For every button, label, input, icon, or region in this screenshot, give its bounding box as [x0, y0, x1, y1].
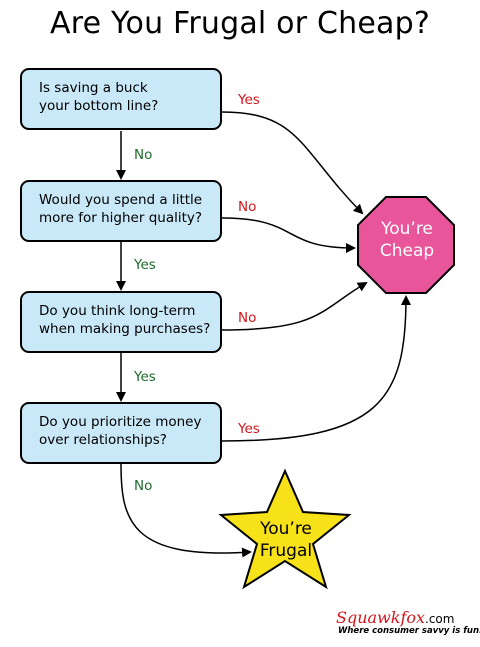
question-3-line-2: when making purchases?	[39, 321, 211, 337]
edge-label-q1-yes: Yes	[238, 92, 260, 108]
question-2-line-1: Would you spend a little	[39, 192, 203, 208]
brand-logo: Squawkfox.com	[336, 608, 454, 627]
arrow-q4-to-cheap	[221, 295, 411, 442]
brand-domain: .com	[425, 612, 455, 626]
question-2-line-2: more for higher quality?	[39, 210, 203, 226]
question-box-4: Do you prioritize money over relationshi…	[20, 402, 222, 464]
edge-label-q2-yes: Yes	[134, 257, 156, 273]
question-box-1: Is saving a buck your bottom line?	[20, 68, 222, 130]
question-box-3: Do you think long-term when making purch…	[20, 291, 222, 353]
edge-label-q3-yes: Yes	[134, 369, 156, 385]
brand-tagline: Where consumer savvy is fun.	[338, 626, 480, 636]
arrow-q3-to-cheap	[221, 281, 368, 331]
page-title: Are You Frugal or Cheap?	[50, 6, 430, 41]
outcome-frugal-line-2: Frugal	[259, 541, 313, 561]
cheap-octagon-shape	[357, 196, 455, 294]
frugal-star-shape	[218, 468, 352, 590]
outcome-cheap: You’re Cheap	[358, 218, 456, 262]
edge-label-q2-no: No	[238, 199, 257, 215]
edge-label-q4-yes: Yes	[238, 421, 260, 437]
question-1-line-1: Is saving a buck	[39, 80, 148, 96]
brand-name: Squawkfox	[336, 608, 426, 627]
edge-label-q3-no: No	[238, 310, 257, 326]
arrow-q4-to-frugal	[120, 463, 252, 558]
edge-label-q4-no: No	[134, 478, 153, 494]
arrow-q2-to-cheap	[221, 217, 356, 253]
question-box-2: Would you spend a little more for higher…	[20, 180, 222, 242]
outcome-cheap-line-1: You’re	[381, 219, 433, 239]
arrow-q1-to-cheap	[221, 111, 364, 215]
outcome-frugal: You’re Frugal	[236, 518, 336, 562]
edge-label-q1-no: No	[134, 147, 153, 163]
question-4-line-1: Do you prioritize money	[39, 414, 202, 430]
outcome-cheap-line-2: Cheap	[379, 241, 435, 261]
question-3-line-1: Do you think long-term	[39, 303, 196, 319]
question-4-line-2: over relationships?	[39, 432, 167, 448]
question-1-line-2: your bottom line?	[39, 98, 159, 114]
outcome-frugal-line-1: You’re	[260, 519, 312, 539]
